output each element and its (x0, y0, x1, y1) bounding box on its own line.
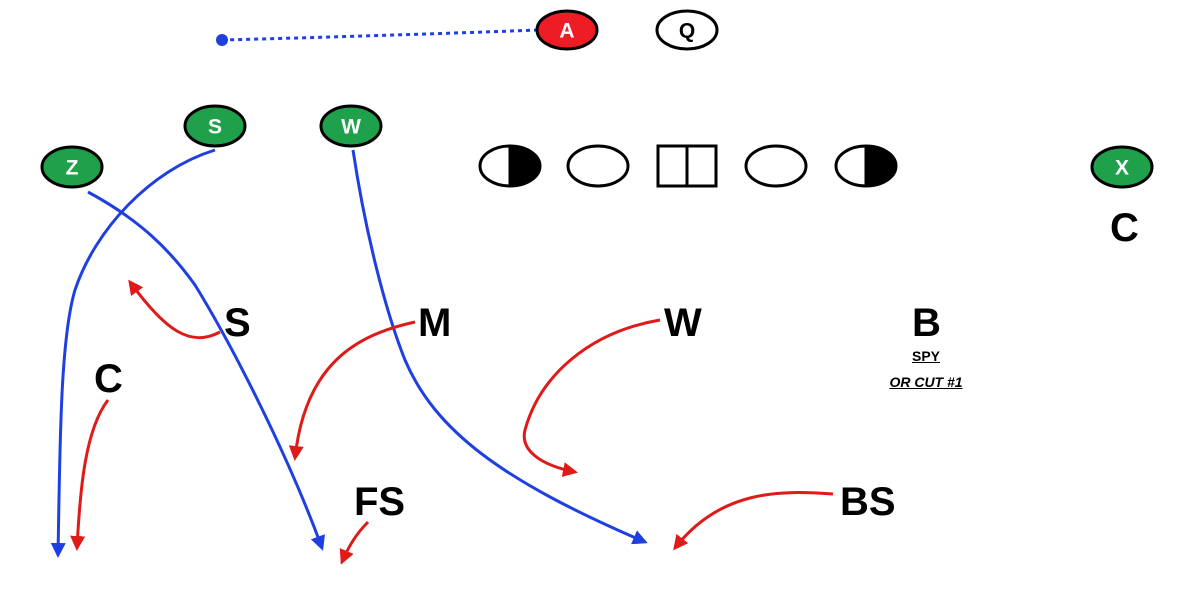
will-label: W (664, 301, 702, 345)
buck-note-spy: SPY (911, 348, 940, 364)
x-receiver-player: X (1090, 145, 1154, 189)
mike-label: M (418, 301, 452, 345)
s-receiver-player: S (183, 104, 247, 148)
w-receiver-route (351, 149, 648, 545)
motion-dot-icon (216, 34, 228, 46)
z-receiver-label: Z (66, 157, 79, 180)
tackle-right-player (834, 144, 898, 188)
buck-label: B (912, 301, 941, 345)
s-receiver-label: S (208, 116, 222, 139)
z-receiver-route (87, 190, 325, 551)
running-back-label: A (559, 20, 574, 43)
guard-left-player (566, 144, 630, 188)
corner-left-defender-route (70, 399, 110, 551)
w-receiver-label: W (341, 116, 361, 139)
free-safety-defender-route (339, 520, 370, 565)
mike-defender-route (288, 320, 416, 461)
center-player (656, 144, 718, 188)
s-receiver-route (50, 148, 216, 558)
boundary-safety-label: BS (840, 480, 896, 524)
tackle-left-player (478, 144, 542, 188)
quarterback-player: Q (655, 9, 719, 51)
boundary-safety-defender-route (673, 491, 834, 551)
x-receiver-label: X (1115, 157, 1129, 180)
w-receiver-player: W (319, 104, 383, 148)
free-safety-label: FS (354, 480, 406, 524)
quarterback-label: Q (679, 20, 695, 43)
buck-note-cut: OR CUT #1 (889, 374, 963, 390)
guard-right-player (744, 144, 808, 188)
corner-right-label: C (1110, 206, 1139, 250)
z-receiver-player: Z (40, 145, 104, 189)
will-defender-route (522, 318, 661, 477)
sam-defender-route (128, 279, 221, 340)
running-back-motion-path (221, 28, 539, 42)
offensive-line (478, 144, 898, 188)
corner-left-label: C (94, 357, 123, 401)
running-back-player: A (535, 9, 599, 51)
sam-label: S (224, 301, 251, 345)
